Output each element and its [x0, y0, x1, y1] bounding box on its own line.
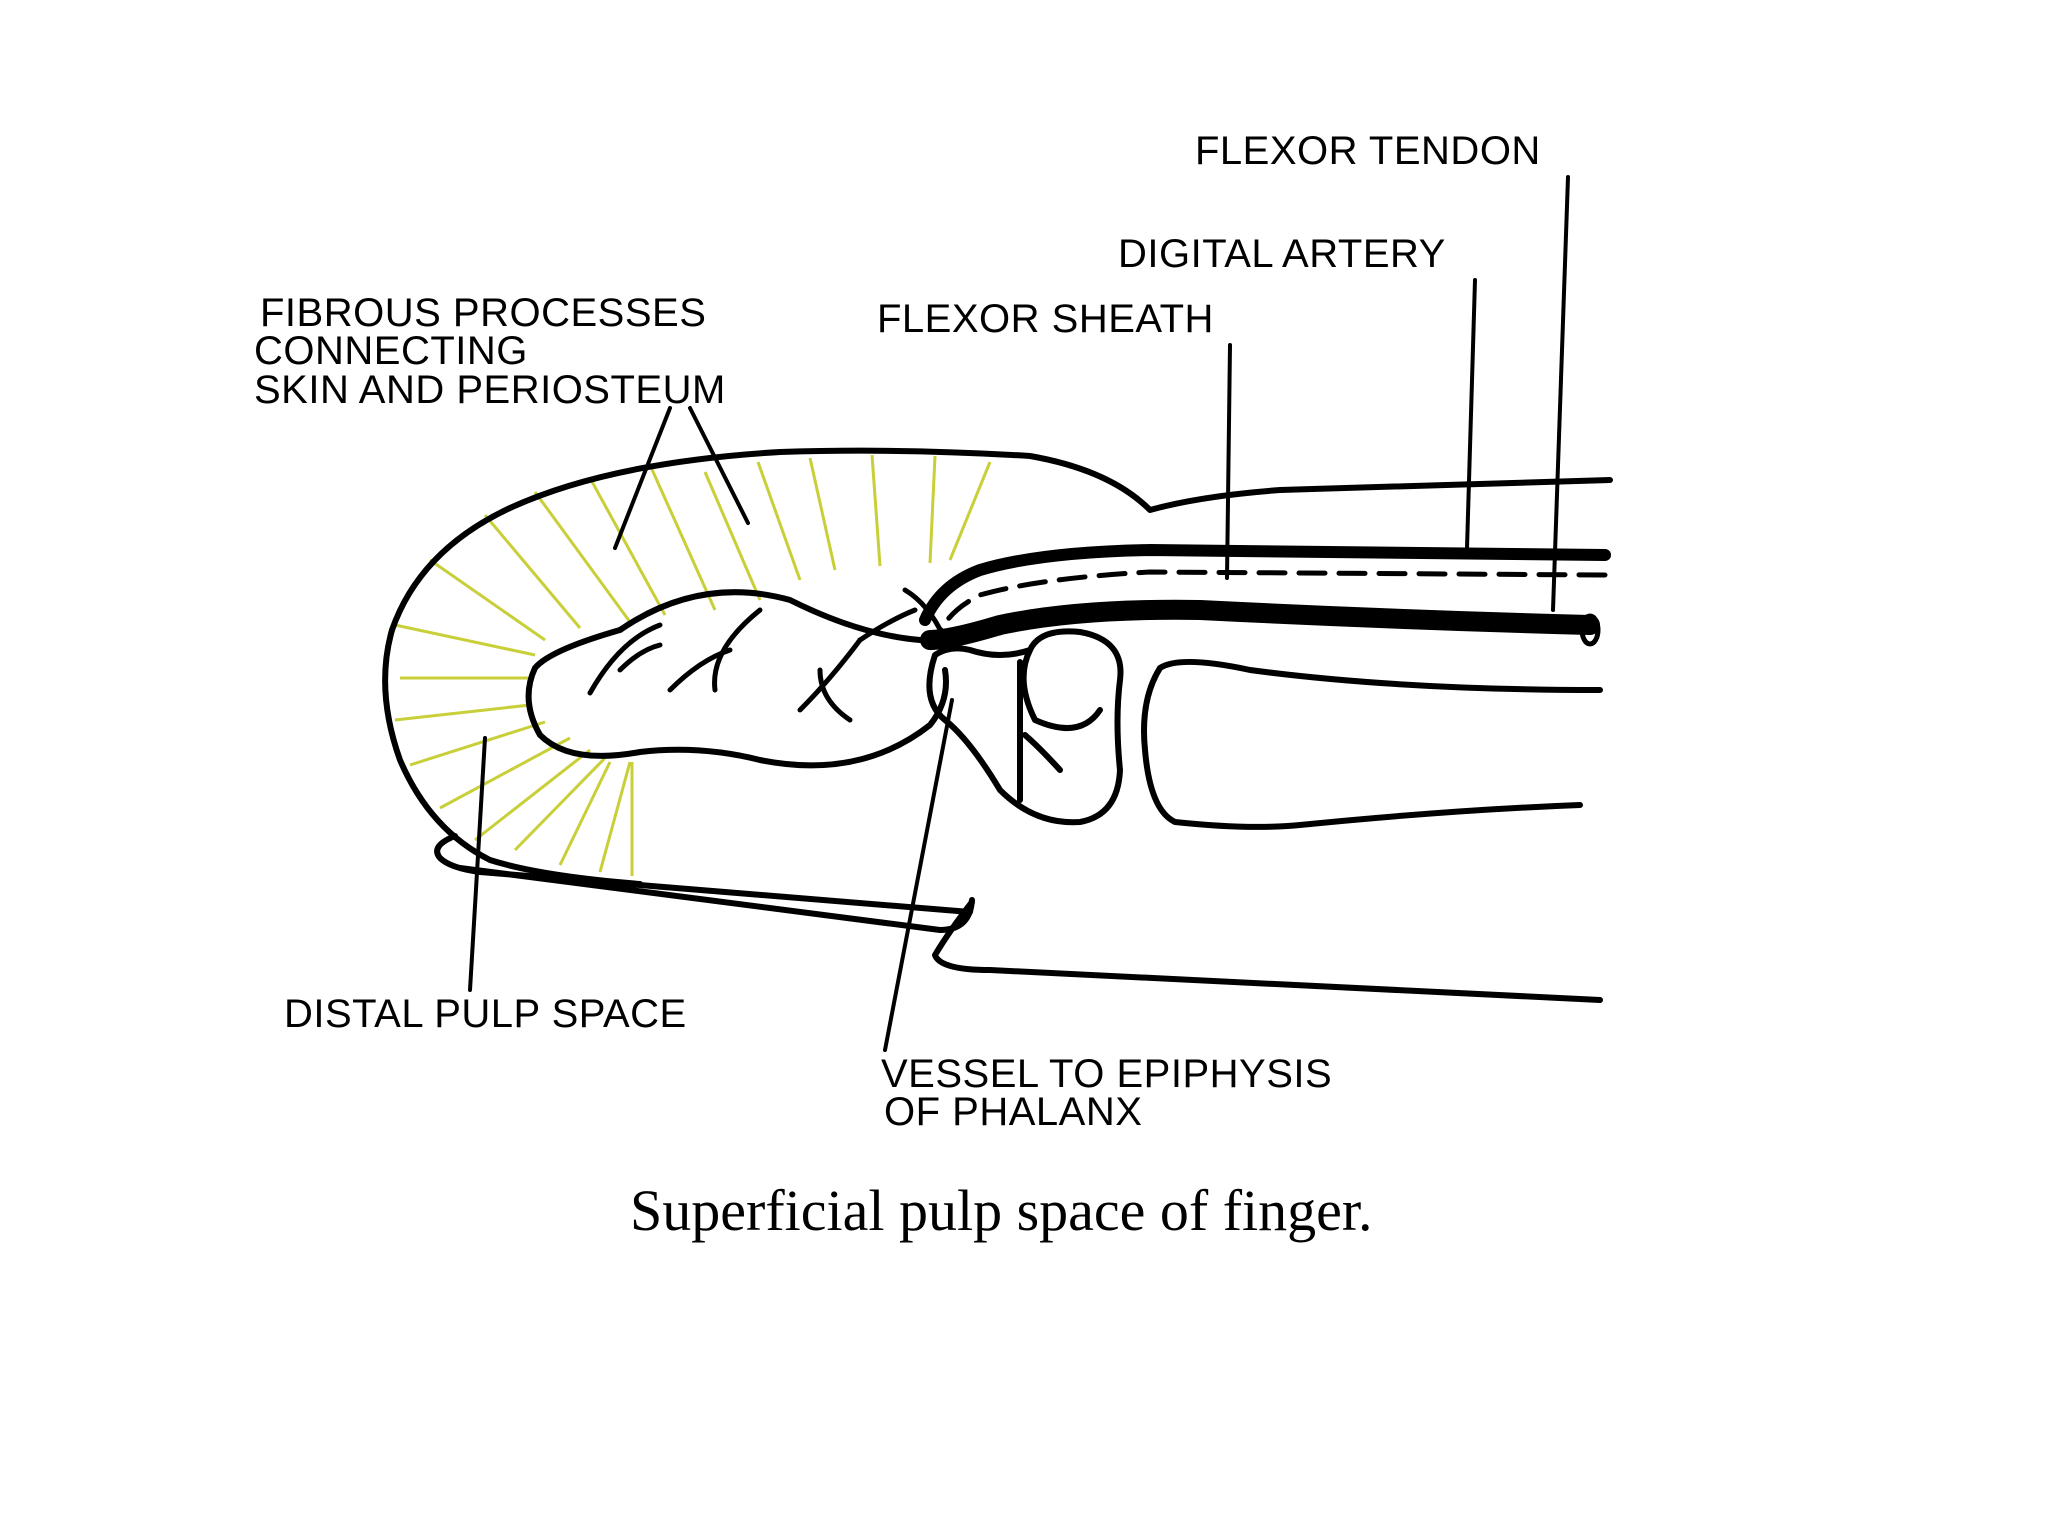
leader-distal-pulp — [468, 736, 487, 992]
figure-caption: Superficial pulp space of finger. — [630, 1178, 1372, 1243]
septum — [533, 491, 632, 623]
leader-vessel-epiphysis — [883, 698, 954, 1052]
septum — [429, 558, 546, 642]
label-flexor-tendon: FLEXOR TENDON — [1195, 129, 1541, 173]
leader-flexor-sheath — [1225, 343, 1232, 580]
flexor-sheath-dashed — [937, 569, 1608, 635]
leader-fibrous-1 — [613, 406, 672, 550]
vessel-branches — [587, 587, 948, 723]
nail-plate — [434, 833, 975, 933]
septum — [394, 623, 536, 657]
label-fibrous-processes-1: FIBROUS PROCESSES — [260, 291, 706, 335]
septum — [409, 720, 546, 767]
volar-skin-line — [932, 899, 1603, 1003]
skin-outline — [382, 447, 1613, 887]
label-vessel-epiphysis-1: VESSEL TO EPIPHYSIS — [881, 1052, 1332, 1096]
label-vessel-epiphysis-2: OF PHALANX — [884, 1090, 1142, 1134]
fibrous-septa — [394, 454, 992, 876]
septum — [948, 461, 992, 561]
septum — [483, 514, 582, 629]
leader-fibrous-2 — [688, 406, 750, 525]
septum — [439, 736, 571, 810]
septum — [558, 761, 612, 866]
leader-lines — [468, 175, 1570, 1052]
joint-curve — [1022, 732, 1063, 773]
septum — [474, 748, 591, 842]
label-fibrous-processes-2: CONNECTING — [254, 329, 528, 373]
label-fibrous-processes-3: SKIN AND PERIOSTEUM — [254, 368, 726, 412]
septum — [648, 464, 717, 611]
septum — [588, 477, 667, 616]
distal-phalanx — [525, 589, 949, 769]
septum — [808, 457, 837, 571]
label-flexor-sheath: FLEXOR SHEATH — [877, 297, 1214, 341]
joint-cartilage — [1020, 647, 1103, 731]
septum — [870, 454, 882, 567]
label-digital-artery: DIGITAL ARTERY — [1118, 232, 1446, 276]
label-distal-pulp-space: DISTAL PULP SPACE — [284, 992, 687, 1036]
septum — [703, 471, 762, 601]
septum — [598, 761, 632, 873]
septum — [394, 703, 531, 722]
middle-phalanx-head — [926, 628, 1124, 826]
flexor-tendon-lower — [920, 599, 1600, 650]
flexor-tendon-upper — [919, 544, 1611, 626]
middle-phalanx-shaft — [1141, 659, 1603, 830]
leader-flexor-tendon — [1551, 175, 1570, 612]
tendon-end — [1579, 613, 1601, 647]
septum — [928, 455, 937, 564]
septum — [756, 461, 802, 581]
septum — [513, 756, 607, 852]
leader-digital-artery — [1465, 278, 1477, 550]
